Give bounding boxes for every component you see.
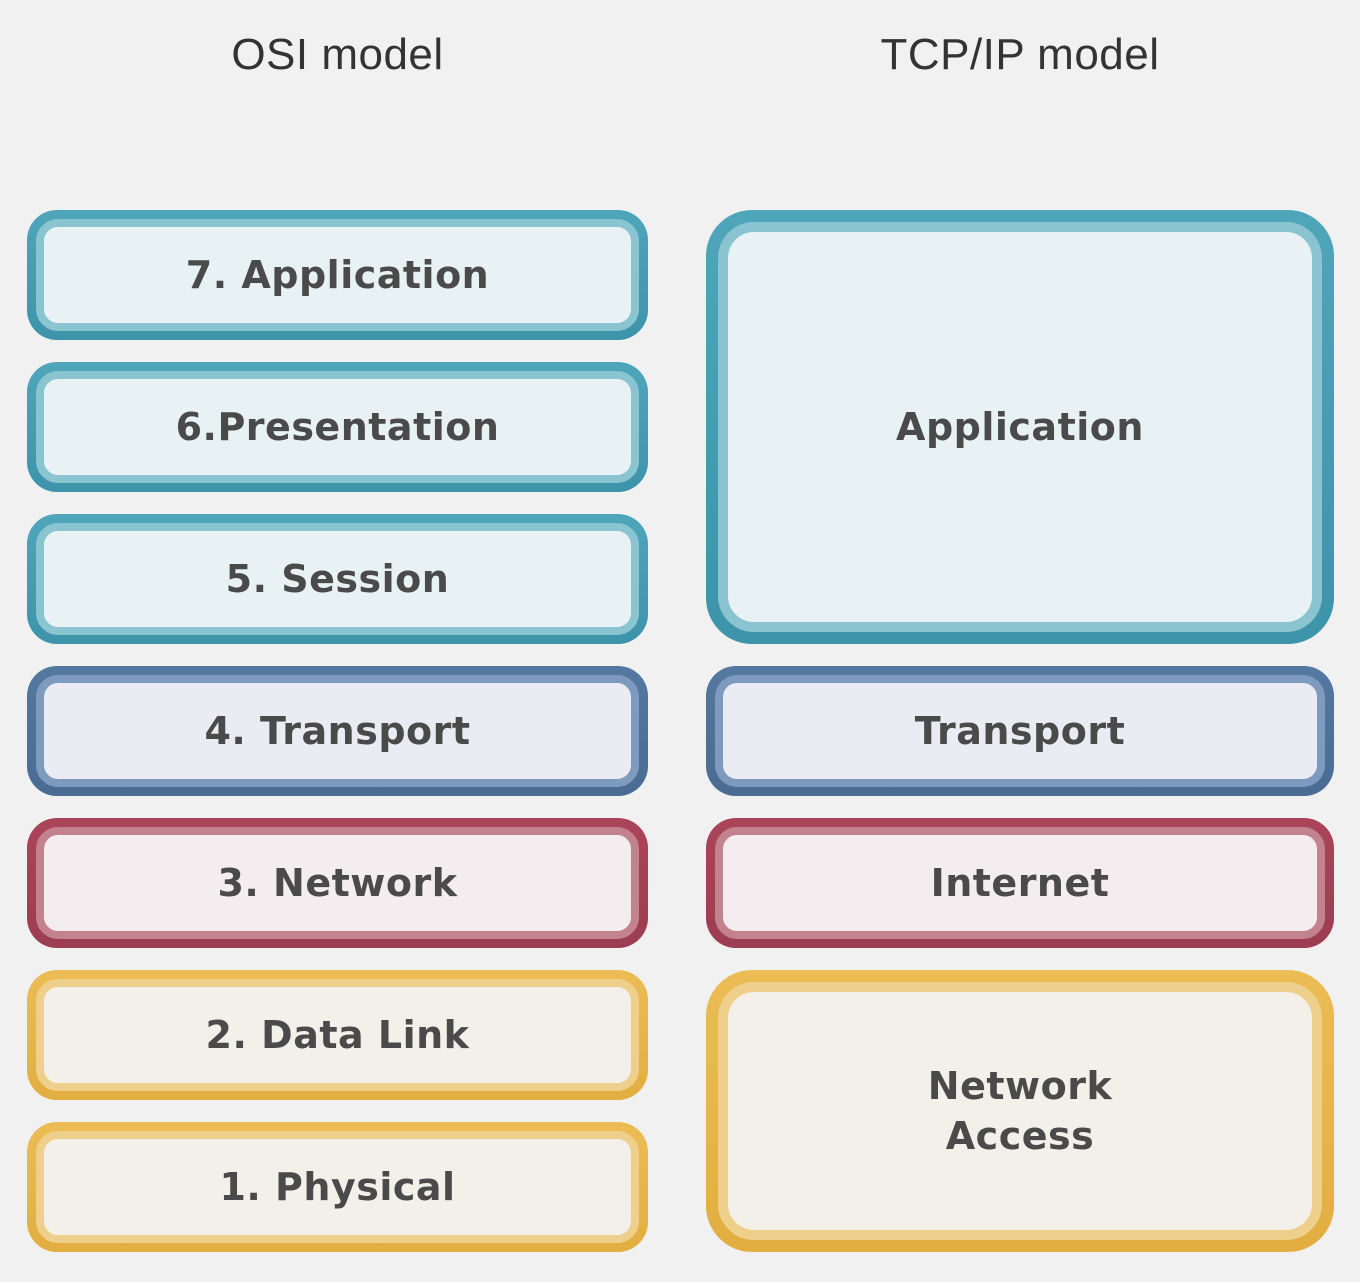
osi-layer-3-network: 3. Network (27, 818, 648, 948)
layer-label: 2. Data Link (36, 979, 639, 1091)
osi-layer-1-physical: 1. Physical (27, 1122, 648, 1252)
osi-layer-4-transport: 4. Transport (27, 666, 648, 796)
osi-layer-7-application: 7. Application (27, 210, 648, 340)
osi-model-title: OSI model (231, 30, 444, 79)
tcpip-layer-network-access: Network Access (706, 970, 1334, 1252)
osi-tcpip-comparison-diagram: 7. Application 6.Presentation 5. Session… (0, 210, 1360, 1252)
osi-layer-5-session: 5. Session (27, 514, 648, 644)
layer-label: Transport (715, 675, 1325, 787)
layer-label: 6.Presentation (36, 371, 639, 483)
tcpip-layer-internet: Internet (706, 818, 1334, 948)
tcpip-model-title: TCP/IP model (880, 30, 1160, 79)
osi-layer-6-presentation: 6.Presentation (27, 362, 648, 492)
tcpip-layer-application: Application (706, 210, 1334, 644)
layer-label: 5. Session (36, 523, 639, 635)
layer-label: Application (718, 222, 1322, 632)
osi-layer-2-data-link: 2. Data Link (27, 970, 648, 1100)
diagram-header: OSI model TCP/IP model (0, 0, 1360, 210)
layer-label: 1. Physical (36, 1131, 639, 1243)
layer-label: Network Access (718, 982, 1322, 1240)
layer-label: 3. Network (36, 827, 639, 939)
tcpip-layer-transport: Transport (706, 666, 1334, 796)
layer-label: Internet (715, 827, 1325, 939)
layer-label: 4. Transport (36, 675, 639, 787)
layer-label: 7. Application (36, 219, 639, 331)
